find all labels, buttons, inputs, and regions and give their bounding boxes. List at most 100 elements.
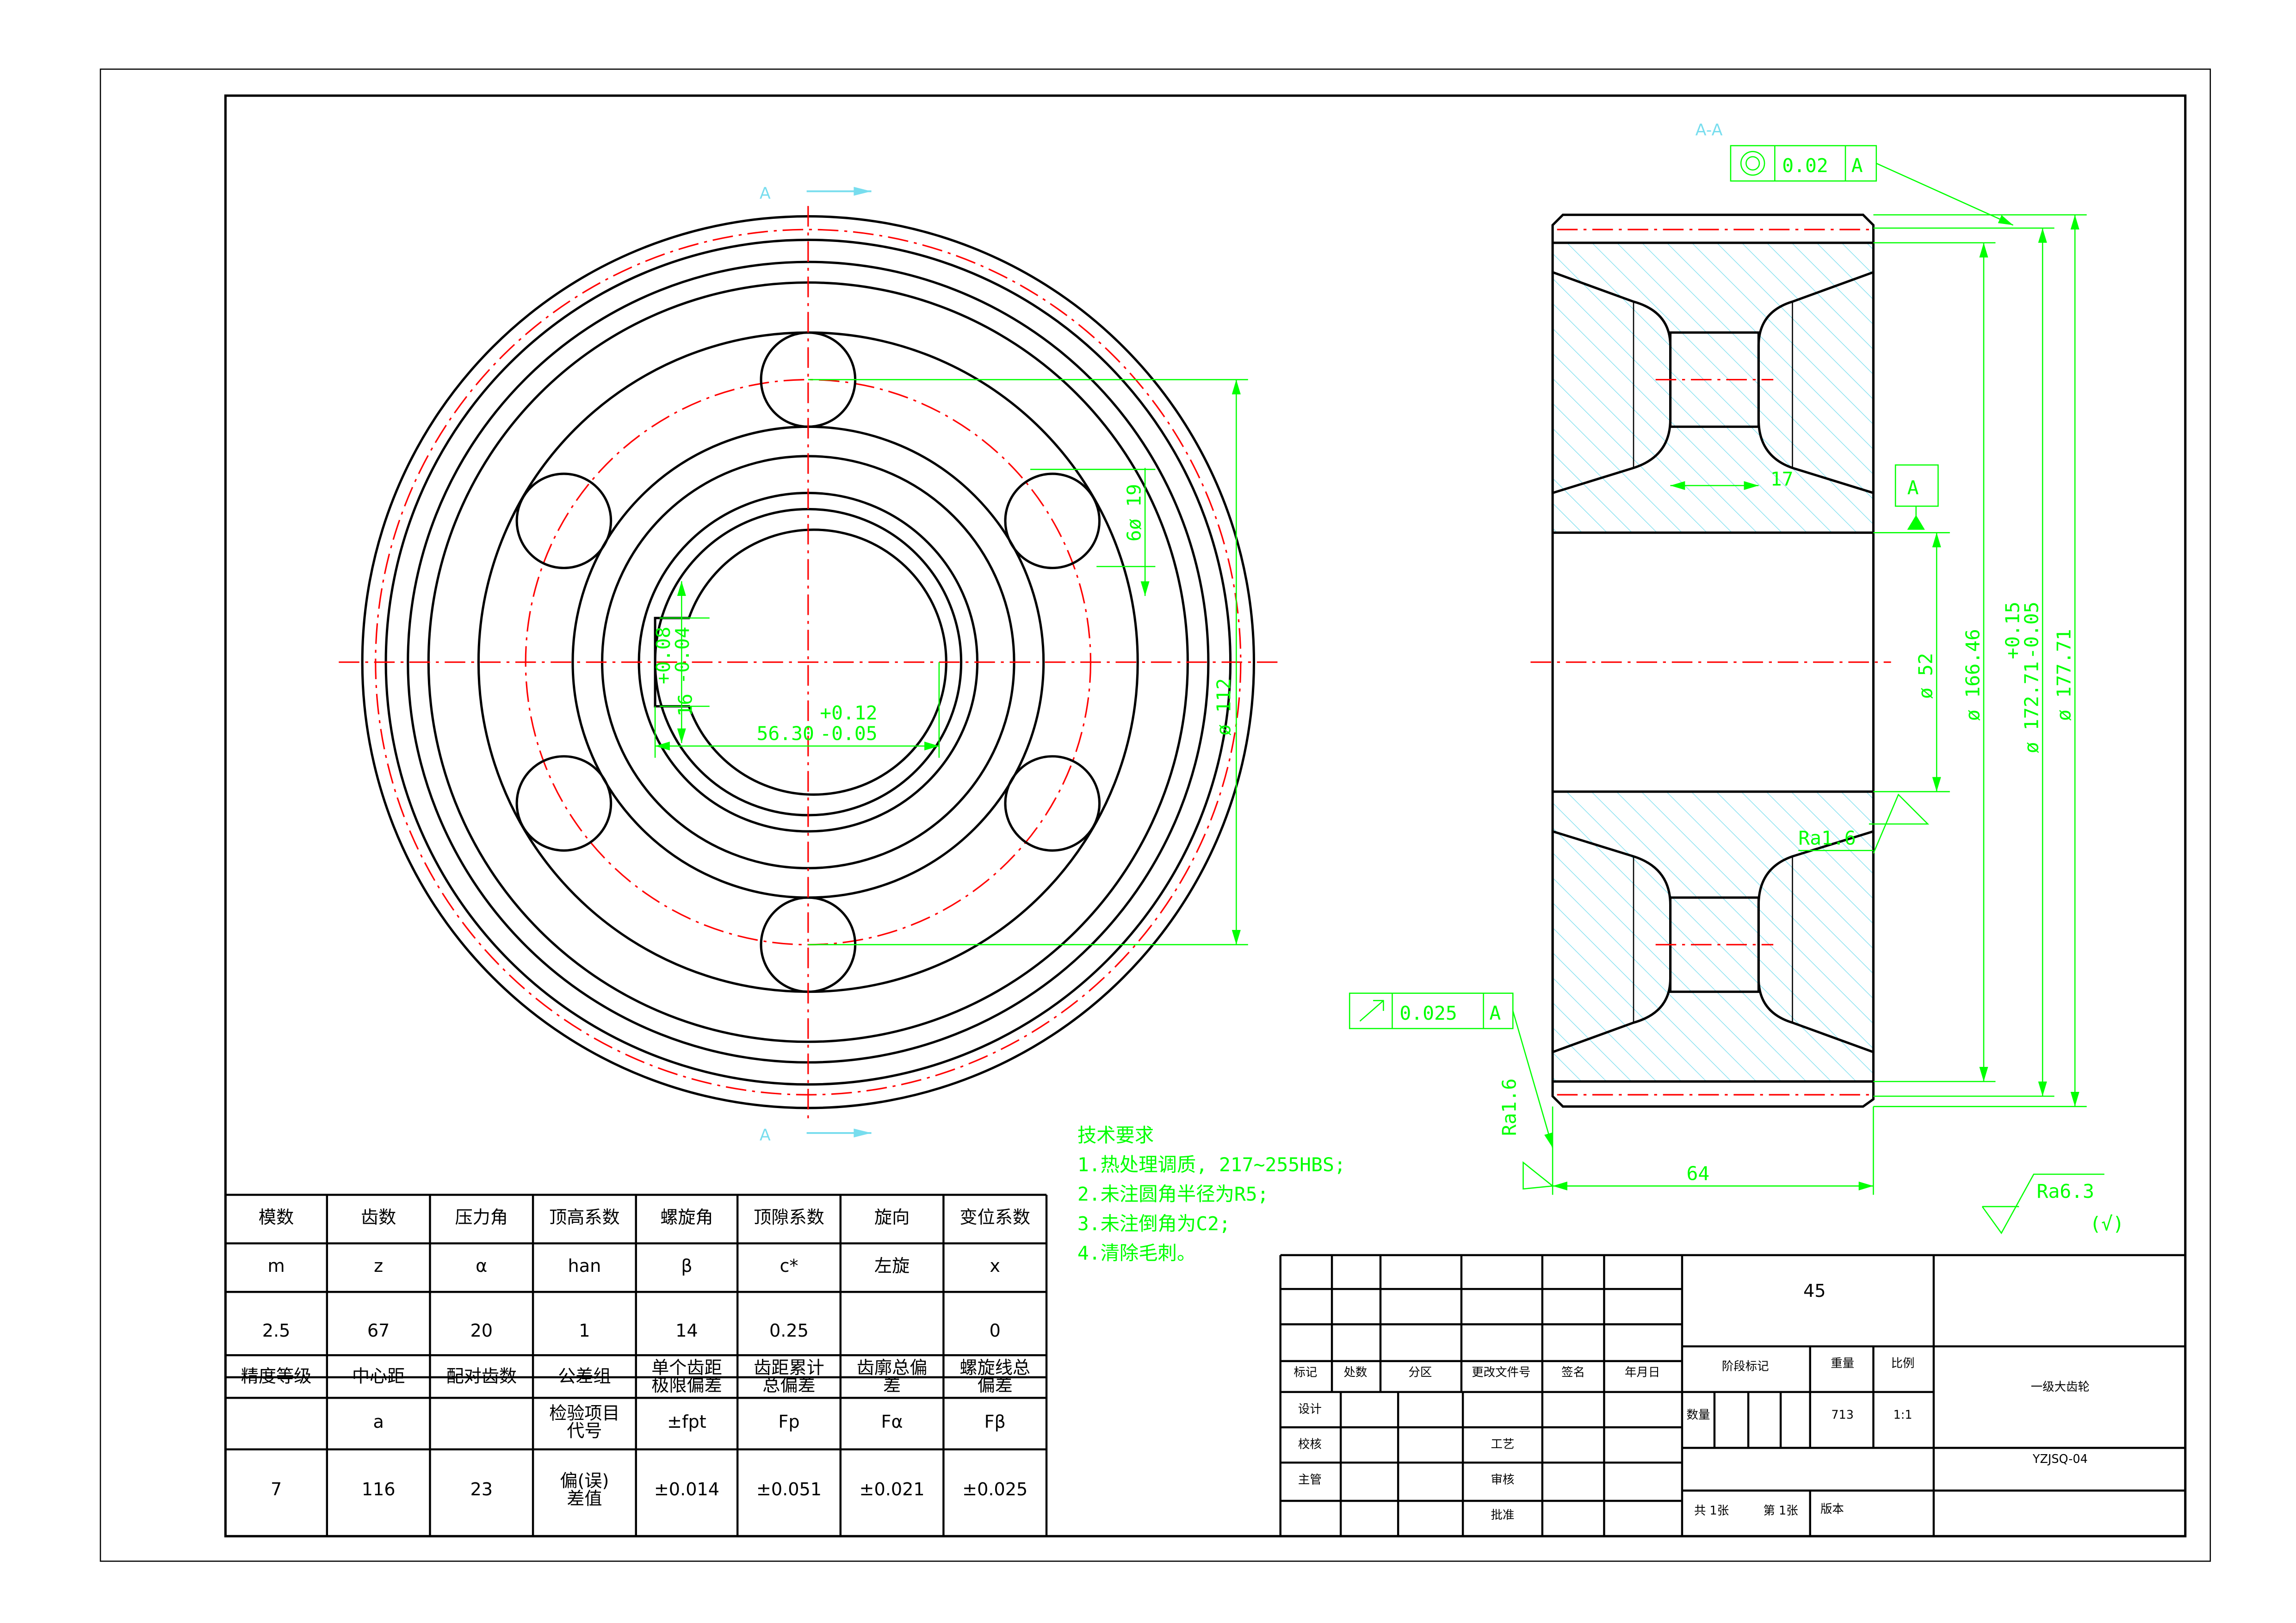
svg-text:A: A [760, 1126, 771, 1145]
section-title: A-A [1696, 121, 1723, 140]
svg-text:+0.12: +0.12 [820, 702, 877, 724]
revision-header-label: 标记 [1293, 1365, 1317, 1379]
text-line: 齿距累计 [754, 1357, 824, 1377]
text-line: 单个齿距 [651, 1357, 722, 1377]
svg-text:ø 172.71: ø 172.71 [2021, 661, 2043, 753]
gear-table-cell: 精度等级 [241, 1366, 312, 1386]
svg-text:A: A [1907, 477, 1919, 499]
gear-table-cell: ±0.021 [859, 1479, 924, 1499]
stage-label: 阶段标记 [1722, 1359, 1769, 1373]
revision-header-label: 分区 [1408, 1365, 1432, 1379]
svg-text:Ra1.6: Ra1.6 [1498, 1078, 1521, 1136]
gear-table-cell: α [476, 1256, 487, 1276]
text-line: 代号 [567, 1420, 602, 1441]
gear-table-cell: ±0.014 [654, 1479, 719, 1499]
svg-text:ø 112: ø 112 [1213, 678, 1235, 736]
face-width-dimension: 64 [1552, 1106, 1874, 1195]
svg-text:0.025: 0.025 [1399, 1002, 1457, 1024]
svg-text:2.未注圆角半径为R5;: 2.未注圆角半径为R5; [1077, 1183, 1269, 1205]
gear-table-cell: 单个齿距极限偏差 [651, 1357, 722, 1395]
gear-table-cell: 公差组 [558, 1366, 611, 1386]
text-line: 检验项目 [549, 1403, 620, 1423]
svg-text:+0.08: +0.08 [652, 626, 675, 684]
gear-table-cell: z [374, 1256, 383, 1276]
text-line: 螺旋线总 [959, 1357, 1030, 1377]
diameter-dimensions: ø 52 ø 166.46 ø 172.71 +0.15 -0.05 ø 177… [1873, 214, 2087, 1107]
scale-value: 1:1 [1894, 1408, 1912, 1422]
role-label: 主管 [1298, 1472, 1322, 1486]
runout-tolerance-frame: 0.025 A [1349, 992, 1553, 1148]
gear-table-cell: 齿廓总偏差 [857, 1357, 928, 1395]
svg-text:A: A [1851, 155, 1863, 177]
svg-text:-0.05: -0.05 [820, 723, 877, 745]
roughness-face: Ra1.6 [1498, 1078, 1554, 1190]
text-line: 差值 [567, 1488, 602, 1508]
inner-frame [224, 94, 2187, 1537]
gear-table-cell: 压力角 [455, 1207, 508, 1227]
svg-text:A: A [760, 184, 771, 203]
gear-table-cell: 螺旋线总偏差 [959, 1357, 1030, 1395]
svg-text:16: 16 [675, 694, 697, 717]
gear-table-cell: c* [780, 1256, 798, 1276]
text-line: 极限偏差 [651, 1375, 722, 1395]
gear-table-cell: ±0.025 [962, 1479, 1027, 1499]
gear-table-cell: 中心距 [352, 1366, 405, 1386]
svg-text:ø 177.71: ø 177.71 [2053, 629, 2075, 721]
roughness-general: Ra6.3 (√) [1981, 1173, 2124, 1235]
role-label: 设计 [1298, 1402, 1322, 1416]
sheets-total: 共 1张 [1694, 1503, 1729, 1517]
svg-text:(√): (√) [2090, 1213, 2124, 1235]
gear-table-cell: 左旋 [874, 1256, 910, 1276]
svg-text:+0.15: +0.15 [2001, 601, 2024, 659]
gear-table-cell: 67 [367, 1320, 390, 1341]
gear-table-cell: 0.25 [769, 1320, 809, 1341]
section-mark-top: A [760, 184, 872, 203]
gear-table-cell: β [681, 1256, 692, 1276]
gear-table-cell: a [373, 1412, 384, 1432]
text-line: 总偏差 [762, 1375, 815, 1395]
svg-text:-0.05: -0.05 [2021, 601, 2043, 659]
svg-text:6ø 19: 6ø 19 [1123, 484, 1145, 541]
svg-text:4.清除毛刺。: 4.清除毛刺。 [1077, 1242, 1196, 1264]
tech-requirements: 技术要求 1.热处理调质, 217~255HBS; 2.未注圆角半径为R5; 3… [1077, 1124, 1346, 1264]
gear-table-cell: 齿距累计总偏差 [754, 1357, 824, 1395]
web-width-dimension: 17 [1670, 468, 1794, 490]
keyway-width-dimension: 16 +0.08 -0.04 [652, 581, 710, 743]
version-label: 版本 [1820, 1502, 1844, 1516]
gear-table-cell: Fp [778, 1412, 799, 1432]
gear-table-cell: Fα [881, 1412, 903, 1432]
quantity-label: 数量 [1687, 1408, 1710, 1422]
gear-table-cell: m [268, 1256, 285, 1276]
revision-header-label: 处数 [1343, 1365, 1367, 1379]
scale-label: 比例 [1891, 1356, 1915, 1370]
text-line: 差 [883, 1375, 901, 1395]
gear-table-cell: 顶高系数 [549, 1207, 620, 1227]
gear-table-cell: 齿数 [361, 1207, 396, 1227]
gear-table-cell: 7 [271, 1479, 282, 1499]
gear-table-cell: 14 [675, 1320, 698, 1341]
section-view [1530, 213, 1891, 1108]
gear-table-cell: 0 [990, 1320, 1001, 1341]
gear-table-cell: 23 [470, 1479, 493, 1499]
concentricity-tolerance-frame: 0.02 A [1730, 145, 2014, 226]
datum-a: A [1894, 464, 1939, 530]
gear-table-cell: 配对齿数 [446, 1366, 517, 1386]
gear-table-cell: ±0.051 [756, 1479, 822, 1499]
gear-table-cell: 1 [579, 1320, 590, 1341]
text-line: 齿廓总偏 [857, 1357, 928, 1377]
svg-text:0.02: 0.02 [1782, 155, 1828, 177]
gear-table-cell: 模数 [259, 1207, 294, 1227]
svg-text:ø 52: ø 52 [1915, 653, 1937, 699]
svg-text:Ra1.6: Ra1.6 [1798, 827, 1856, 849]
gear-table-cell: 20 [470, 1320, 493, 1341]
gear-table-cell: ±fpt [667, 1412, 706, 1432]
section-mark-bottom: A [760, 1126, 872, 1145]
roughness-bore: Ra1.6 [1798, 793, 1930, 854]
gear-table-cell: 偏(误)差值 [560, 1470, 609, 1508]
material: 45 [1803, 1281, 1826, 1301]
svg-text:56.30: 56.30 [757, 723, 814, 745]
drawing-number: YZJSQ-04 [2032, 1452, 2088, 1466]
gear-table-cell: 检验项目代号 [549, 1403, 620, 1441]
